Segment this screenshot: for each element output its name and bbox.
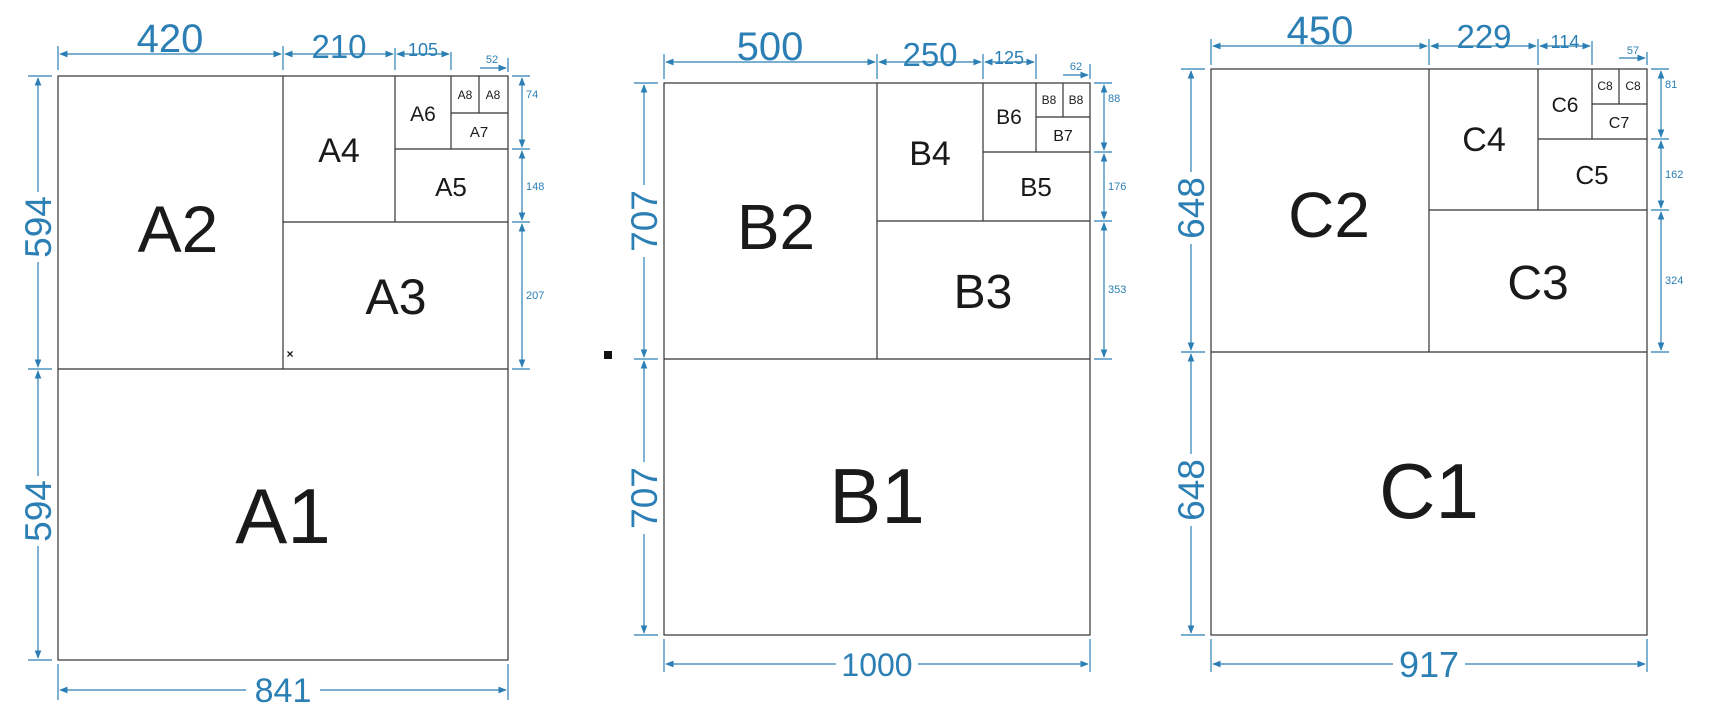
b7-label: B7 — [1053, 128, 1073, 145]
c2-label: C2 — [1288, 179, 1370, 251]
c-top-dim-450: 450 — [1287, 9, 1354, 53]
b8-right-label: B8 — [1069, 93, 1084, 107]
b8-left-label: B8 — [1042, 93, 1057, 107]
b3-label: B3 — [954, 266, 1013, 319]
a4-label: A4 — [318, 132, 360, 170]
a6-label: A6 — [410, 103, 436, 126]
c6-label: C6 — [1552, 94, 1579, 117]
a8-right-label: A8 — [486, 88, 501, 102]
a-right-dim-148: 148 — [526, 181, 544, 193]
c-top-dim-57: 57 — [1627, 45, 1639, 57]
a-left-dim-upper: 594 — [18, 196, 59, 258]
c-top-dim-229: 229 — [1456, 18, 1511, 55]
a-right-dim-207: 207 — [526, 290, 544, 302]
b-top-dim-500: 500 — [737, 25, 804, 69]
c1-label: C1 — [1379, 447, 1479, 535]
b1-label: B1 — [829, 452, 924, 540]
c5-label: C5 — [1575, 160, 1608, 190]
a3-label: A3 — [365, 269, 426, 325]
b6-label: B6 — [996, 106, 1022, 129]
c-top-dim-114: 114 — [1551, 32, 1580, 52]
c8-right-label: C8 — [1625, 79, 1641, 93]
c-bottom-dim: 917 — [1399, 644, 1459, 685]
b-right-dim-353: 353 — [1108, 284, 1126, 296]
b-top-dim-125: 125 — [994, 48, 1024, 68]
a5-label: A5 — [435, 172, 467, 202]
c-right-dim-162: 162 — [1665, 169, 1683, 181]
b5-label: B5 — [1020, 172, 1052, 202]
c7-label: C7 — [1609, 115, 1630, 132]
center-cross-marker: × — [286, 347, 293, 361]
c3-label: C3 — [1507, 257, 1568, 310]
stray-dot — [604, 351, 612, 359]
c-left-dim-upper: 648 — [1171, 177, 1212, 239]
b-right-dim-88: 88 — [1108, 93, 1120, 105]
c4-label: C4 — [1462, 121, 1505, 159]
a1-label: A1 — [235, 472, 330, 560]
a-right-dim-74: 74 — [526, 89, 538, 101]
a-top-dim-105: 105 — [408, 40, 438, 60]
b2-label: B2 — [737, 191, 815, 263]
a-top-dim-420: 420 — [137, 17, 204, 61]
b-top-dim-62: 62 — [1070, 61, 1082, 73]
a-left-dim-lower: 594 — [18, 480, 59, 542]
a-top-dim-52: 52 — [486, 54, 498, 66]
a-series-diagram: A1 A2 A3 A4 A5 A6 A7 A8 A8 × 420 210 105… — [18, 17, 544, 703]
b4-label: B4 — [909, 135, 951, 173]
b-series-diagram: B1 B2 B3 B4 B5 B6 B7 B8 B8 500 250 125 6… — [624, 25, 1126, 683]
b-bottom-dim: 1000 — [841, 647, 912, 683]
b-right-dim-176: 176 — [1108, 181, 1126, 193]
c-right-dim-324: 324 — [1665, 275, 1683, 287]
b-left-dim-upper: 707 — [624, 190, 665, 252]
a8-left-label: A8 — [458, 88, 473, 102]
a-top-dim-210: 210 — [311, 28, 366, 65]
c-right-dim-81: 81 — [1665, 79, 1677, 91]
b-top-dim-250: 250 — [902, 36, 957, 73]
c-left-dim-lower: 648 — [1171, 459, 1212, 521]
c8-left-label: C8 — [1597, 79, 1613, 93]
c-series-diagram: C1 C2 C3 C4 C5 C6 C7 C8 C8 450 229 114 5… — [1171, 9, 1683, 685]
b-left-dim-lower: 707 — [624, 467, 665, 529]
a7-label: A7 — [470, 124, 488, 141]
a-bottom-dim: 841 — [255, 672, 312, 703]
a2-label: A2 — [138, 192, 219, 266]
